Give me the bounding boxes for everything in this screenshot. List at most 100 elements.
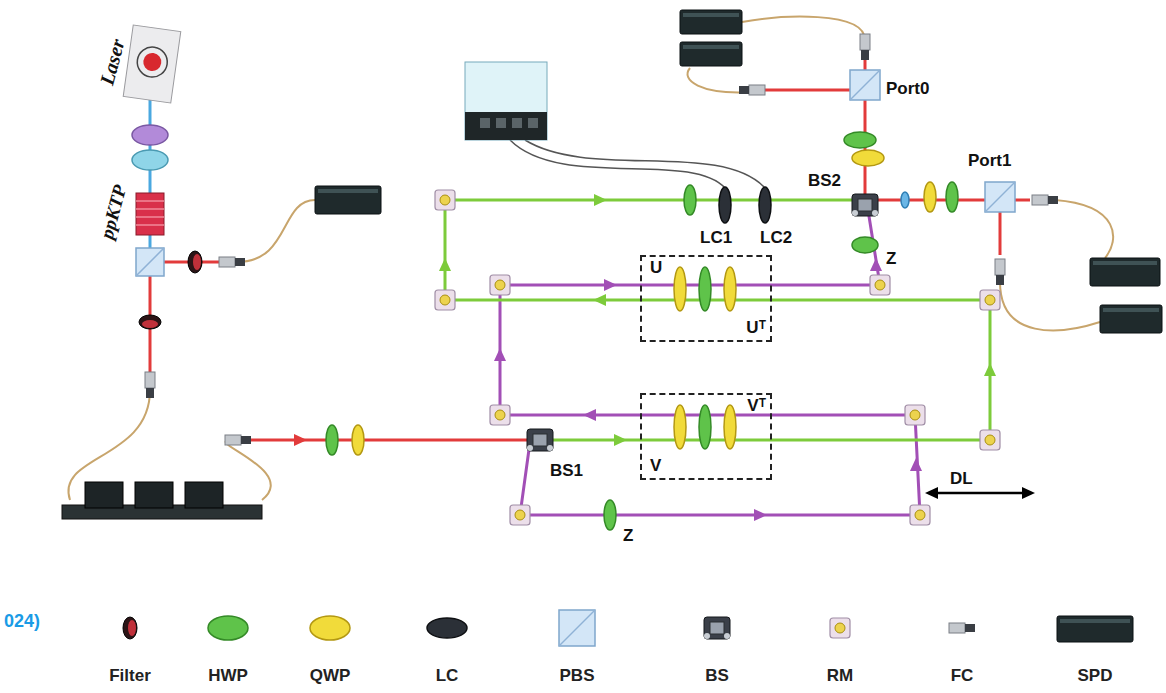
rm-symbol: [510, 505, 530, 525]
rm-symbol: [830, 618, 850, 638]
spd-symbol: [315, 186, 381, 214]
rm-symbol: [490, 275, 510, 295]
legend-text: LC: [436, 666, 459, 686]
spd-symbol: [1100, 305, 1162, 333]
qwp-symbol: [724, 405, 736, 449]
qwp-symbol: [924, 182, 936, 212]
qwp-symbol: [852, 150, 884, 166]
bs-symbol: [852, 194, 878, 216]
component-label: Port0: [886, 80, 929, 99]
component-label: BS2: [808, 172, 841, 191]
lens-symbol: [132, 125, 168, 145]
photon-beam: [245, 439, 540, 442]
beam-arrow: [754, 509, 767, 521]
component-label: BS1: [550, 462, 583, 481]
purple-path: [500, 210, 920, 515]
dashed-group-box: VᵀV: [640, 393, 772, 480]
fc-symbol: [860, 34, 870, 60]
reference-tag: 024): [4, 612, 40, 632]
hwp-symbol: [208, 616, 248, 640]
hwp-symbol: [844, 132, 876, 148]
qwp-symbol: [310, 616, 350, 640]
qwp-symbol: [724, 267, 736, 311]
legend-text: QWP: [310, 666, 351, 686]
control-cable: [510, 140, 725, 188]
fc-symbol: [739, 85, 765, 95]
component-label: LC1: [700, 229, 732, 248]
beam-arrow: [910, 458, 922, 471]
pbs-symbol: [985, 182, 1015, 212]
legend-text: PBS: [560, 666, 595, 686]
spd-symbol: [1090, 258, 1160, 286]
illustration-layer: [62, 10, 1162, 646]
rm-symbol: [435, 290, 455, 310]
spd-symbol: [680, 42, 742, 66]
spd-symbol: [1057, 616, 1133, 642]
pbs-symbol: [559, 610, 595, 646]
optical-fiber: [742, 17, 865, 40]
hwp-symbol: [946, 182, 958, 212]
crystal-symbol: [136, 193, 164, 235]
hwp-symbol: [326, 425, 338, 455]
legend-text: RM: [827, 666, 853, 686]
beam-arrow: [614, 434, 627, 446]
filter-symbol: [139, 315, 161, 329]
rm-symbol: [910, 505, 930, 525]
delay-arrow: [935, 492, 1025, 495]
optical-fiber: [226, 440, 271, 500]
qwp-symbol: [352, 425, 364, 455]
lens-symbol: [901, 192, 909, 208]
bs-symbol: [704, 617, 730, 639]
lc-symbol: [427, 618, 467, 638]
optical-fiber: [237, 200, 315, 262]
qwp-symbol: [674, 267, 686, 311]
component-label: Laser: [95, 37, 128, 88]
fc-symbol: [225, 435, 251, 445]
hwp-symbol: [699, 405, 711, 449]
laser-symbol: [123, 25, 181, 103]
green-path: [445, 200, 990, 440]
hwp-symbol: [699, 267, 711, 311]
lens-symbol: [132, 150, 168, 170]
legend-text: FC: [951, 666, 974, 686]
operator-label: Uᵀ: [746, 319, 766, 338]
hwp-symbol: [684, 185, 696, 215]
beam-arrow: [583, 409, 596, 421]
component-label: ppKTP: [97, 183, 131, 241]
beam-arrow: [925, 487, 938, 499]
component-label: DL: [950, 470, 973, 489]
legend-icons: [123, 610, 1133, 646]
operator-label: V: [650, 457, 661, 476]
bs-symbol: [527, 429, 553, 451]
rm-symbol: [870, 275, 890, 295]
beam-arrow: [294, 434, 307, 446]
qwp-symbol: [674, 405, 686, 449]
component-label: LC2: [760, 229, 792, 248]
rm-symbol: [980, 430, 1000, 450]
spd-symbol: [680, 10, 742, 34]
legend-text: SPD: [1078, 666, 1113, 686]
legend-text: HWP: [208, 666, 248, 686]
rm-symbol: [435, 190, 455, 210]
fc-symbol: [219, 257, 245, 267]
control-cable: [525, 140, 765, 188]
controller-box: [465, 62, 547, 140]
rm-symbol: [980, 290, 1000, 310]
filter-symbol: [123, 617, 137, 639]
fc-symbol: [145, 372, 155, 398]
beam-arrow: [1022, 487, 1035, 499]
optical-fiber: [1000, 282, 1100, 330]
component-label: Z: [623, 527, 633, 546]
rm-symbol: [905, 405, 925, 425]
optical-fiber: [1055, 200, 1113, 258]
beam-arrow: [594, 194, 607, 206]
pbs-symbol: [850, 70, 880, 100]
beam-arrow: [439, 258, 451, 271]
fc-symbol: [949, 623, 975, 633]
rm-symbol: [490, 405, 510, 425]
dashed-group-box: UUᵀ: [640, 255, 772, 342]
beam-arrow: [494, 348, 506, 361]
fc-symbol: [995, 259, 1005, 285]
beam-arrow: [593, 294, 606, 306]
